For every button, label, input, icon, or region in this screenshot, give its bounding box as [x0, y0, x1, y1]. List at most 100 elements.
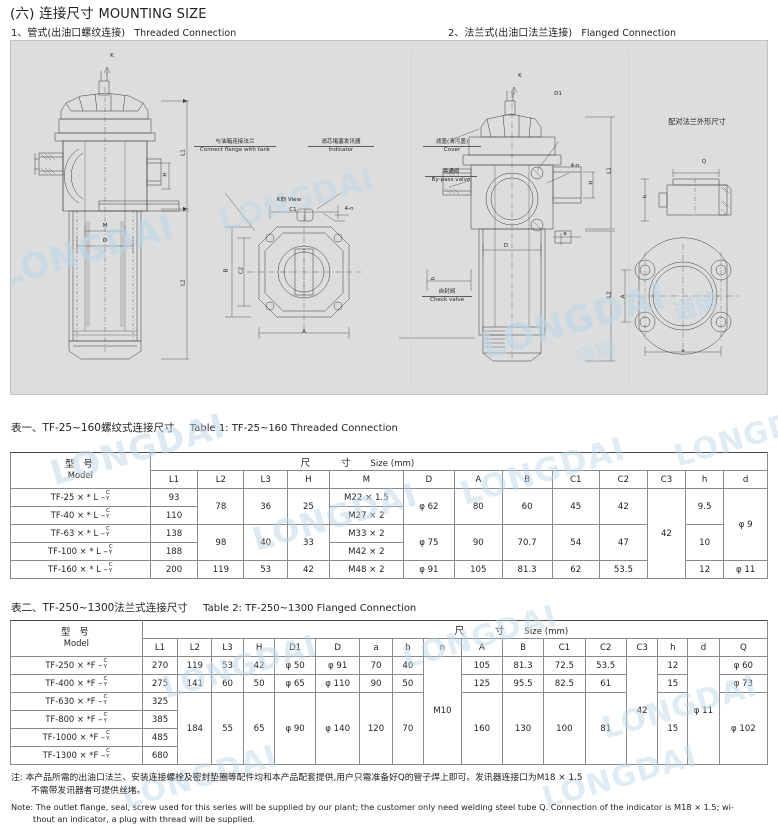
- table1-row0-L1: 93: [149, 488, 199, 507]
- table2-col-C3: C3: [625, 638, 659, 657]
- label-k-view-text: K向 View: [276, 197, 302, 203]
- subheading-flanged-en: Flanged Connection: [581, 28, 676, 39]
- table1-row2-L1: 138: [149, 524, 199, 543]
- page-title-cn: 连接尺寸: [39, 6, 94, 22]
- table2-h-big: 15: [657, 692, 689, 765]
- table1-C2-group-b: 47: [598, 524, 648, 561]
- table2-row0-L1: 270: [141, 656, 179, 675]
- table2-row0-L3: 53: [211, 656, 244, 675]
- table1-title: 表一、TF-25~160螺纹式连接尺寸 Table 1: TF-25~160 T…: [11, 420, 398, 435]
- dim-label-D-right: D: [503, 243, 509, 249]
- table2-row1-C2: 61: [584, 674, 627, 693]
- table2-row2-L1: 325: [141, 692, 179, 711]
- table2-row0-C2: 53.5: [584, 656, 627, 675]
- dim-label-b-right: b: [430, 276, 437, 281]
- table1-A-group-b: 90: [453, 524, 503, 561]
- table2-C3-all: 42: [625, 656, 659, 765]
- table2-row1-b: 50: [391, 674, 425, 693]
- table2-col-Q: Q: [718, 638, 769, 657]
- table2-row1-L1: 275: [141, 674, 179, 693]
- table2-col-L2: L2: [177, 638, 213, 657]
- table2-col-b: b: [391, 638, 425, 657]
- table2-n-all: M10: [423, 656, 462, 765]
- dim-label-A-kview: A: [302, 329, 306, 335]
- table1-C1-group-c: 62: [551, 560, 600, 579]
- label-d1: D1: [554, 91, 562, 97]
- table2-Q-big: φ 102: [718, 692, 769, 765]
- table1-col-L1: L1: [149, 470, 199, 489]
- table1-row3-L1: 188: [149, 542, 199, 561]
- dim-label-A-flange: A: [620, 294, 627, 299]
- table2-row1-h: 15: [657, 674, 689, 693]
- page-title-en: MOUNTING SIZE: [98, 7, 207, 22]
- drawing-vector: [34, 49, 739, 389]
- table1-title-cn: 表一、TF-25~160螺纹式连接尺寸: [11, 422, 175, 434]
- table2-header-row-2: L1 L2 L3 H D1 D a b n A B C1 C2 C3 h d Q: [11, 638, 769, 657]
- table2-col-H: H: [242, 638, 276, 657]
- table1-row1-M: M27 × 2: [328, 506, 404, 525]
- label-k-arrow-right: K: [518, 73, 522, 79]
- table2-row1-a: 90: [359, 674, 393, 693]
- table2-C2-big: 81: [584, 692, 627, 765]
- technical-drawing-panel: LONGDAI LONGDAI LONGDAI 通牌 通牌 与油箱连接法兰 Co…: [10, 40, 768, 395]
- footnote-cn-line1: 注: 本产品所需的出油口法兰、安装连接螺栓及密封垫圈等配件均和本产品配套提供,用…: [11, 773, 583, 783]
- table2-row1-L2: 141: [177, 674, 213, 693]
- label-connect-flange: 与油箱连接法兰 Connect flange with tank: [194, 139, 276, 154]
- table2-title-en: Table 2: TF-250~1300 Flanged Connection: [203, 603, 417, 614]
- table1-C1-group-b: 54: [551, 524, 600, 561]
- label-four-n-right: 4-n: [570, 163, 580, 169]
- table2-row1-H: 50: [242, 674, 276, 693]
- table2-col-d: d: [687, 638, 720, 657]
- label-bypass-valve-en: By-pass valve: [425, 175, 477, 184]
- table1-row1-L1: 110: [149, 506, 199, 525]
- label-check-valve-en: Check valve: [422, 295, 472, 304]
- table1-B-group-c: 81.3: [501, 560, 553, 579]
- label-mating-flange: 配对法兰外形尺寸: [647, 117, 747, 126]
- label-check-valve-cn: 自封阀: [438, 289, 456, 295]
- label-k-view: K向 View: [269, 197, 309, 204]
- footnote-english: Note: The outlet flange, seal, screw use…: [11, 802, 771, 826]
- table2-row0-A: 105: [460, 656, 503, 675]
- table1-row2-M: M33 × 2: [328, 524, 404, 543]
- table2-col-B: B: [501, 638, 545, 657]
- table1-L3-group-c: 53: [243, 560, 289, 579]
- table1-header-row-2: L1 L2 L3 H M D A B C1 C2 C3 h d: [11, 470, 768, 489]
- table2-row0-B: 81.3: [501, 656, 545, 675]
- table1-h-group-b: 10: [684, 524, 725, 561]
- dim-label-B-kview: B: [223, 268, 230, 273]
- table2-col-L3: L3: [211, 638, 244, 657]
- table2-row1-A: 125: [460, 674, 503, 693]
- footnote-en-line2: thout an indicator, a plug with thread w…: [33, 813, 256, 824]
- dim-label-L2-right: L2: [606, 291, 613, 298]
- dim-label-H-right: H: [588, 180, 595, 185]
- label-cover-en: Cover: [423, 145, 481, 154]
- table1-title-en: Table 1: TF-25~160 Threaded Connection: [189, 423, 398, 434]
- table1-col-C1: C1: [551, 470, 600, 489]
- label-indicator-cn: 滤芯堵塞发讯器: [321, 139, 361, 145]
- table2-row1-L3: 60: [211, 674, 244, 693]
- table1-L3-group-b: 40: [243, 524, 289, 561]
- table2-C1-big: 100: [543, 692, 586, 765]
- table2-row3-L1: 385: [141, 710, 179, 729]
- table2-col-h: h: [657, 638, 689, 657]
- table2-row0-C1: 72.5: [543, 656, 586, 675]
- dim-label-D-left: D: [102, 238, 108, 244]
- label-bypass-valve: 旁通阀 By-pass valve: [425, 169, 477, 184]
- dim-label-L1-right: L1: [606, 167, 613, 174]
- footnote-en-line1: Note: The outlet flange, seal, screw use…: [11, 802, 734, 812]
- dim-label-Q-flange: Q: [701, 159, 707, 165]
